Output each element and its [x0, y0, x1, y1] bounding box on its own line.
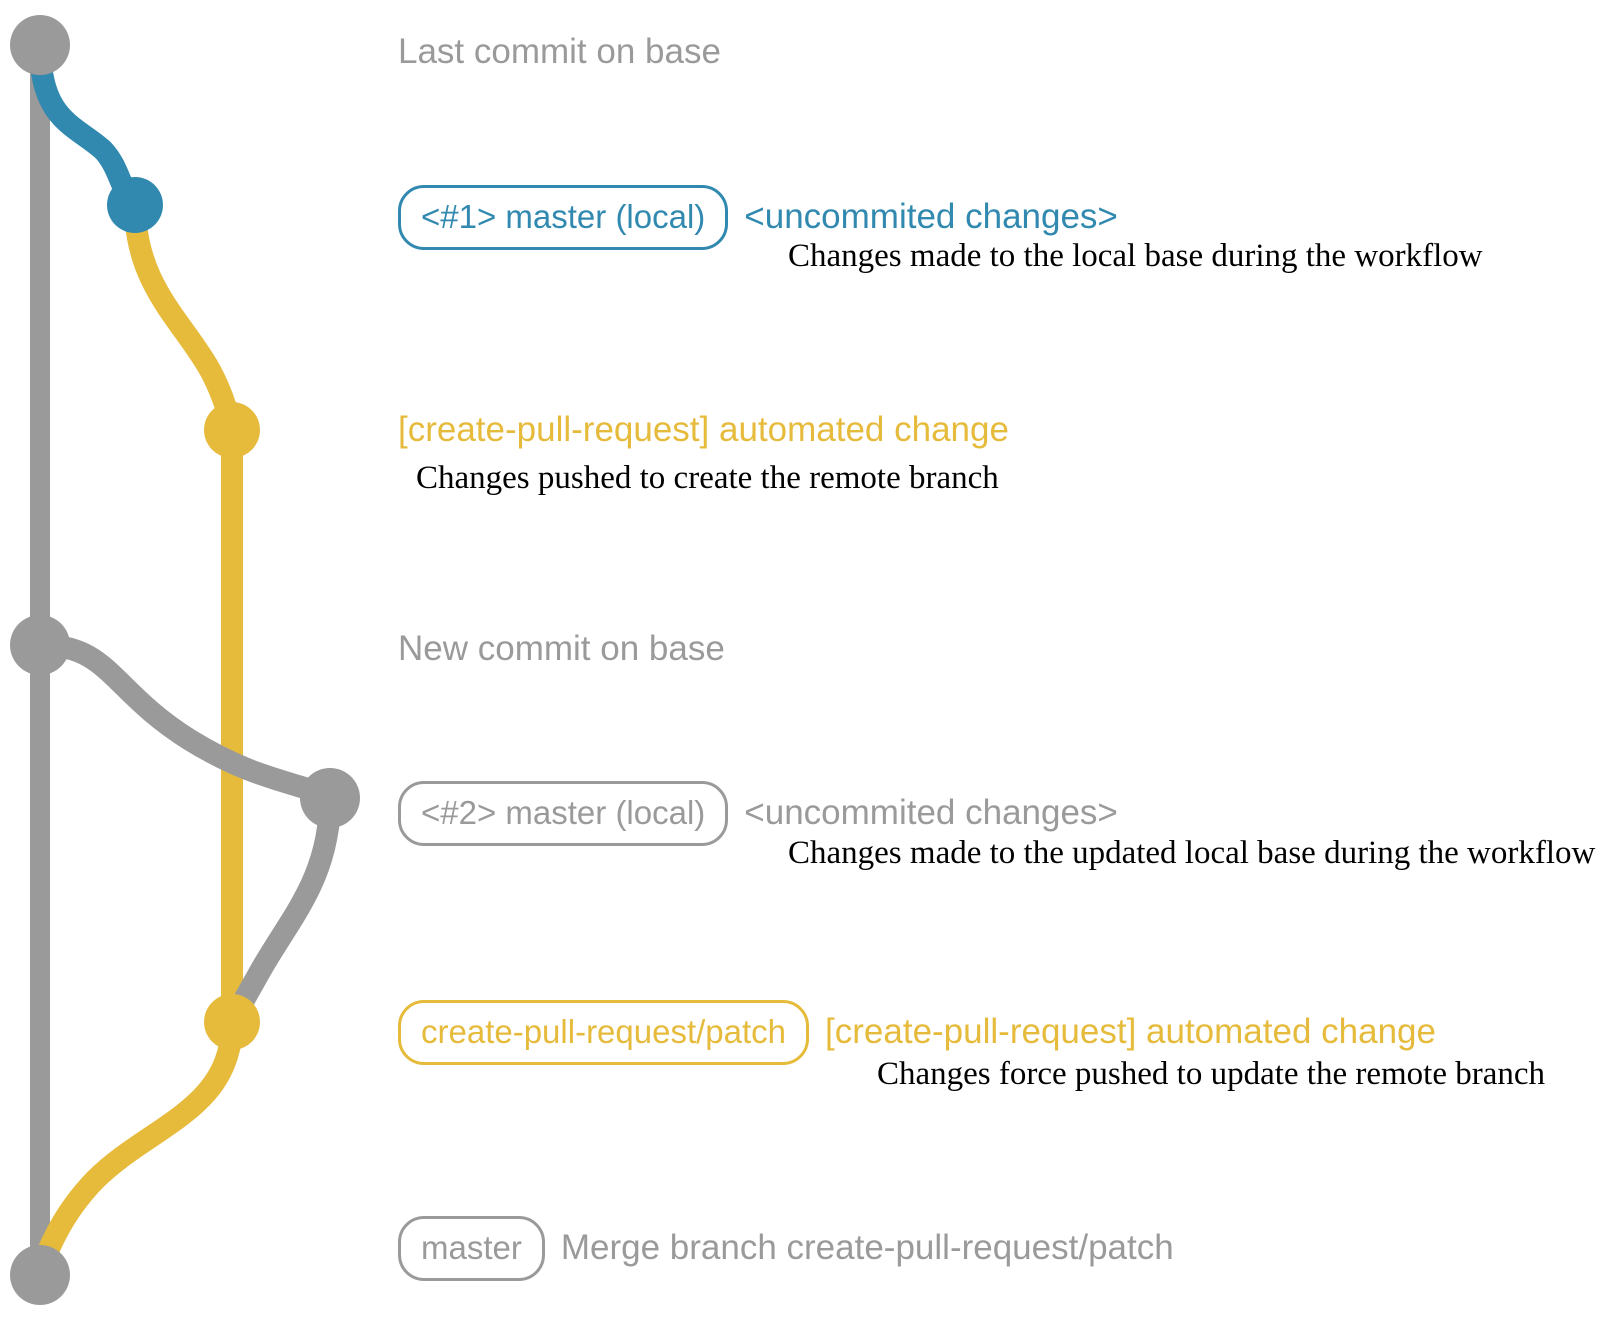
commit-description-automated-change-1: Changes pushed to create the remote bran…	[416, 460, 999, 496]
commit-node-new-commit-on-base[interactable]	[10, 615, 70, 675]
ref-badge-master-local-1[interactable]: <#1> master (local)	[398, 185, 729, 250]
ref-badge-master[interactable]: master	[398, 1216, 545, 1281]
commit-node-master-local-1[interactable]	[107, 177, 163, 233]
commit-node-merge-commit[interactable]	[10, 1245, 70, 1305]
commit-node-automated-change-1[interactable]	[204, 402, 260, 458]
commit-subject: Last commit on base	[398, 32, 721, 71]
commit-row-master-local-2: <#2> master (local) <uncommited changes>	[398, 781, 1118, 846]
commit-subject: <uncommited changes>	[744, 197, 1118, 236]
commit-row-automated-change-1: [create-pull-request] automated change	[398, 412, 1009, 447]
commit-subject: [create-pull-request] automated change	[825, 1012, 1436, 1051]
commit-subject: <uncommited changes>	[744, 793, 1118, 832]
commit-node-master-local-2[interactable]	[300, 768, 360, 828]
commit-subject: New commit on base	[398, 629, 725, 668]
commit-node-last-commit-on-base[interactable]	[10, 15, 70, 75]
ref-badge-master-local-2[interactable]: <#2> master (local)	[398, 781, 729, 846]
branch-line-merge	[29, 1011, 243, 1286]
ref-badge-create-pull-request-patch[interactable]: create-pull-request/patch	[398, 1000, 810, 1065]
commit-row-new-commit-on-base: New commit on base	[398, 631, 725, 666]
commit-description-master-local-2: Changes made to the updated local base d…	[788, 835, 1596, 871]
commit-description-master-local-1: Changes made to the local base during th…	[788, 238, 1483, 274]
commit-row-master-local-1: <#1> master (local) <uncommited changes>	[398, 185, 1118, 250]
commit-description-automated-change-2: Changes force pushed to update the remot…	[877, 1056, 1546, 1092]
commit-row-merge-commit: master Merge branch create-pull-request/…	[398, 1216, 1174, 1281]
commit-row-automated-change-2: create-pull-request/patch [create-pull-r…	[398, 1000, 1436, 1065]
commit-node-automated-change-2[interactable]	[204, 994, 260, 1050]
commit-subject: Merge branch create-pull-request/patch	[560, 1228, 1174, 1267]
commit-subject: [create-pull-request] automated change	[398, 410, 1009, 449]
branch-line-local-2-out	[29, 634, 341, 809]
commit-row-last-commit-on-base: Last commit on base	[398, 34, 721, 69]
